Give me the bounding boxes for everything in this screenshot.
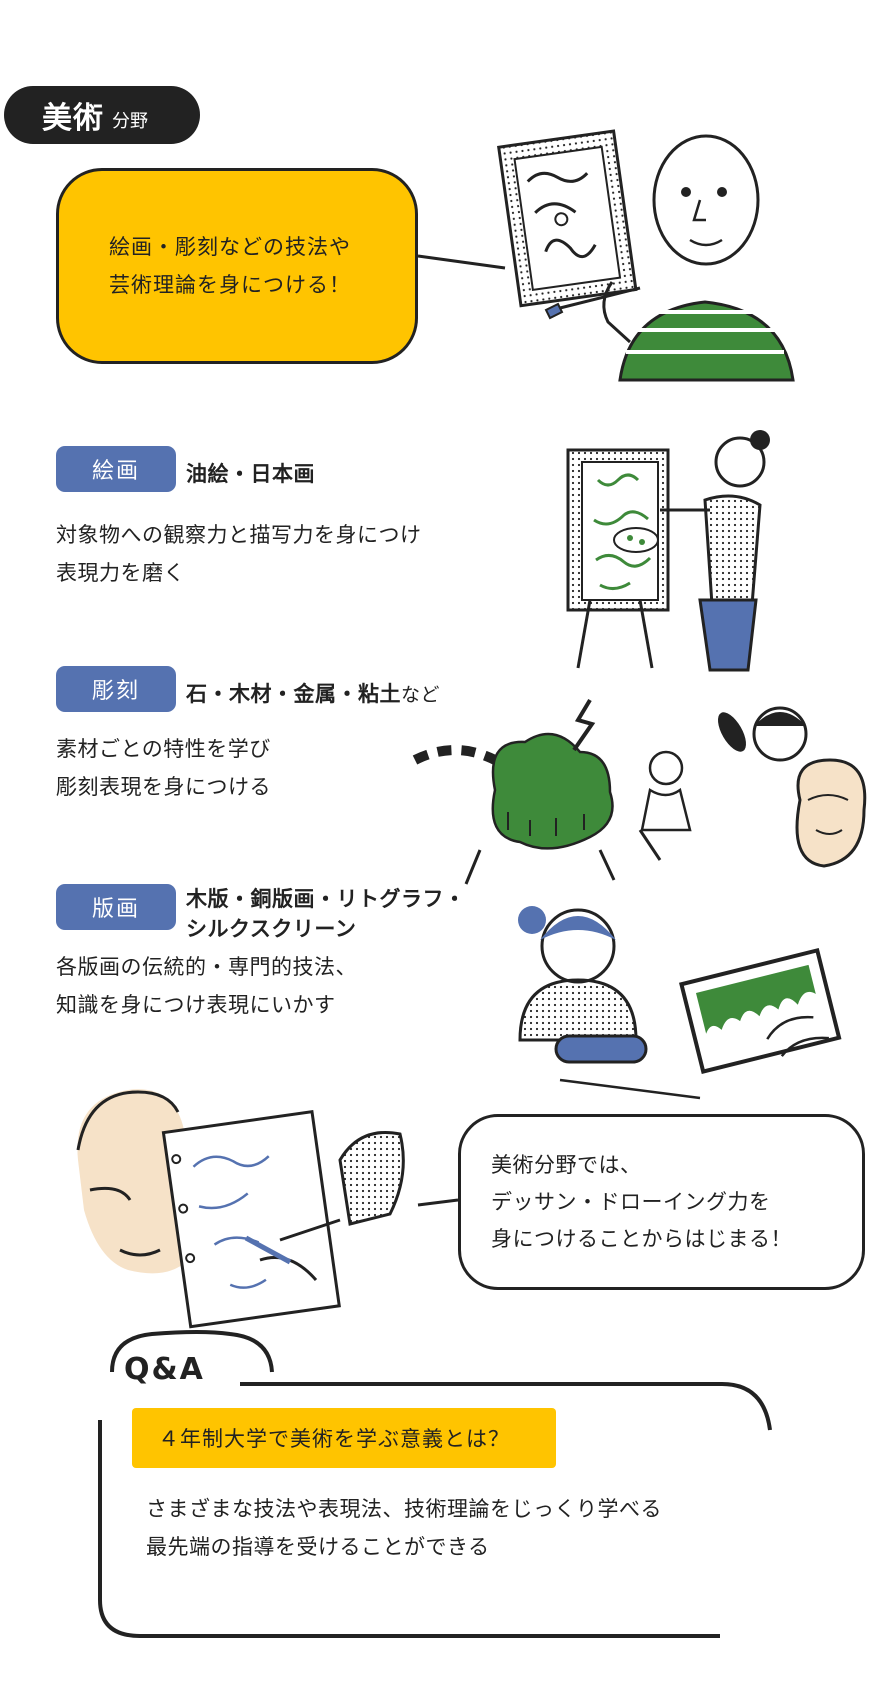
printmaking-illustration bbox=[518, 906, 842, 1100]
desc-line: 各版画の伝統的・専門的技法、 bbox=[56, 955, 357, 979]
desc-line: 素材ごとの特性を学び bbox=[56, 737, 271, 761]
qa-answer-line: 最先端の指導を受けることができる bbox=[146, 1535, 490, 1559]
speech-bubble-tail bbox=[417, 1198, 459, 1207]
speech-line: 身につけることからはじまる！ bbox=[491, 1226, 792, 1251]
qa-frame bbox=[98, 1330, 772, 1638]
section-desc-printmaking: 各版画の伝統的・専門的技法、 知識を身につけ表現にいかす bbox=[56, 948, 357, 1024]
drawing-illustration bbox=[76, 1089, 459, 1329]
section-title-line2: シルクスクリーン bbox=[186, 917, 357, 941]
qa-answer-line: さまざまな技法や表現法、技術理論をじっくり学べる bbox=[146, 1497, 662, 1521]
intro-bubble-tail bbox=[417, 254, 506, 270]
speech-bubble: 美術分野では、 デッサン・ドローイング力を 身につけることからはじまる！ bbox=[458, 1114, 865, 1290]
section-tag-painting: 絵画 bbox=[56, 446, 176, 492]
painter-man-illustration bbox=[497, 129, 795, 382]
qa-answer: さまざまな技法や表現法、技術理論をじっくり学べる 最先端の指導を受けることができ… bbox=[146, 1490, 662, 1566]
section-title-painting: 油絵・日本画 bbox=[186, 458, 315, 488]
intro-line: 絵画・彫刻などの技法や bbox=[109, 235, 351, 259]
desc-line: 対象物への観察力と描写力を身につけ bbox=[56, 523, 422, 547]
section-desc-sculpture: 素材ごとの特性を学び 彫刻表現を身につける bbox=[56, 730, 271, 806]
intro-bubble: 絵画・彫刻などの技法や 芸術理論を身につける！ bbox=[56, 168, 418, 364]
speech-line: 美術分野では、 bbox=[491, 1152, 642, 1177]
desc-line: 知識を身につけ表現にいかす bbox=[56, 993, 336, 1017]
intro-text: 絵画・彫刻などの技法や 芸術理論を身につける！ bbox=[109, 228, 351, 304]
section-title-sculpture: 石・木材・金属・粘土など bbox=[186, 678, 440, 708]
section-title-printmaking: 木版・銅版画・リトグラフ・ シルクスクリーン bbox=[186, 884, 466, 944]
section-title-text: 石・木材・金属・粘土 bbox=[186, 682, 401, 706]
painter-woman-illustration bbox=[566, 430, 770, 672]
qa-question: ４年制大学で美術を学ぶ意義とは？ bbox=[132, 1408, 556, 1468]
desc-line: 表現力を磨く bbox=[56, 561, 185, 585]
category-title: 美術 分野 bbox=[4, 86, 200, 144]
section-title-suffix: など bbox=[401, 684, 441, 706]
intro-line: 芸術理論を身につける！ bbox=[109, 273, 351, 297]
speech-text: 美術分野では、 デッサン・ドローイング力を 身につけることからはじまる！ bbox=[491, 1147, 792, 1258]
category-title-main: 美術 bbox=[42, 101, 104, 136]
desc-line: 彫刻表現を身につける bbox=[56, 775, 271, 799]
section-tag-printmaking: 版画 bbox=[56, 884, 176, 930]
sculpture-illustration bbox=[412, 698, 867, 885]
section-title-text: 油絵・日本画 bbox=[186, 462, 315, 486]
qa-label: Q&A bbox=[124, 1352, 205, 1387]
category-title-sub: 分野 bbox=[112, 111, 148, 132]
section-title-text: 木版・銅版画・リトグラフ・ bbox=[186, 887, 466, 911]
speech-line: デッサン・ドローイング力を bbox=[491, 1189, 771, 1214]
section-tag-sculpture: 彫刻 bbox=[56, 666, 176, 712]
section-desc-painting: 対象物への観察力と描写力を身につけ 表現力を磨く bbox=[56, 516, 422, 592]
